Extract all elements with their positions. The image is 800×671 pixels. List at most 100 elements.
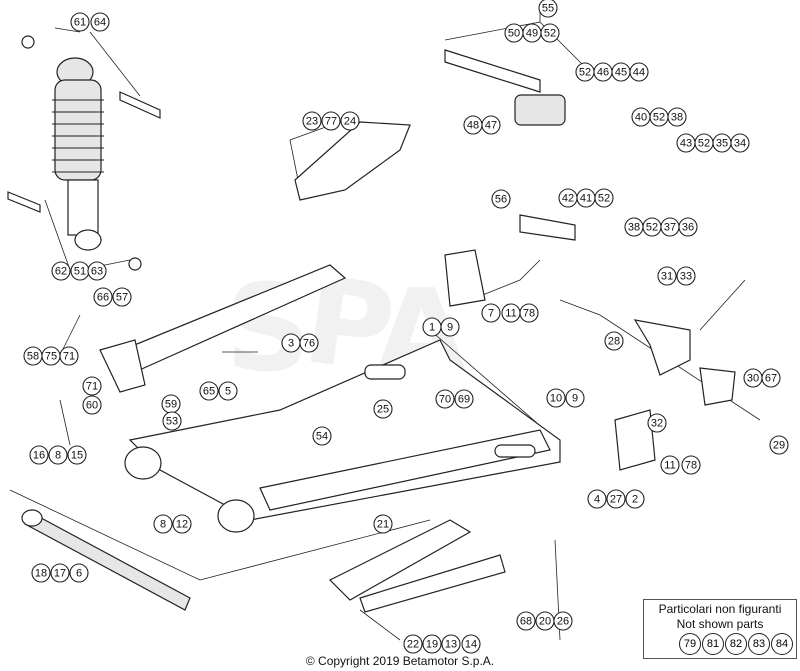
callout-label: 77	[325, 116, 337, 128]
not-shown-title-en: Not shown parts	[676, 617, 764, 631]
callout-52: 52	[642, 217, 662, 237]
shock-absorber	[7, 35, 161, 271]
callout-label: 49	[526, 28, 538, 40]
leader-lines	[9, 10, 761, 641]
callout-58: 58	[23, 346, 43, 366]
not-shown-numbers: 79 81 82 83 84	[674, 633, 794, 655]
callout-label: 59	[165, 399, 177, 411]
callout-42: 42	[558, 188, 578, 208]
callout-67: 67	[761, 368, 781, 388]
linkage	[444, 49, 736, 471]
callout-63: 63	[87, 261, 107, 281]
callout-label: 56	[495, 194, 507, 206]
callout-29: 29	[769, 435, 789, 455]
callout-76: 76	[299, 333, 319, 353]
callout-14: 14	[461, 634, 481, 654]
callout-24: 24	[340, 111, 360, 131]
callout-45: 45	[611, 62, 631, 82]
callout-17: 17	[50, 563, 70, 583]
callout-38: 38	[624, 217, 644, 237]
callout-label: 22	[407, 639, 419, 651]
callout-16: 16	[29, 445, 49, 465]
callout-label: 34	[734, 138, 746, 150]
callout-label: 63	[91, 266, 103, 278]
callout-label: 70	[439, 394, 451, 406]
callout-60: 60	[82, 395, 102, 415]
callout-52: 52	[575, 62, 595, 82]
callout-70: 70	[435, 389, 455, 409]
chain-guide	[294, 121, 411, 201]
callout-label: 38	[628, 222, 640, 234]
callout-label: 75	[45, 351, 57, 363]
callout-label: 27	[610, 494, 622, 506]
callout-13: 13	[441, 634, 461, 654]
callout-71: 71	[82, 376, 102, 396]
callout-label: 46	[597, 67, 609, 79]
not-shown-parts-box: Particolari non figuranti Not shown part…	[643, 599, 797, 659]
callout-41: 41	[576, 188, 596, 208]
callout-8: 8	[153, 514, 173, 534]
callout-label: 3	[288, 338, 294, 350]
callout-77: 77	[321, 111, 341, 131]
callout-11: 11	[501, 303, 521, 323]
callout-label: 78	[523, 308, 535, 320]
callout-23: 23	[302, 111, 322, 131]
callout-label: 52	[579, 67, 591, 79]
callout-label: 52	[598, 193, 610, 205]
callout-label: 67	[765, 373, 777, 385]
callout-label: 64	[94, 17, 106, 29]
copyright-notice: © Copyright 2019 Betamotor S.p.A.	[305, 654, 495, 668]
callout-54: 54	[312, 426, 332, 446]
subframe-rail	[99, 264, 347, 393]
callout-label: 51	[74, 266, 86, 278]
callout-78: 78	[681, 455, 701, 475]
callout-label: 5	[225, 386, 231, 398]
callout-12: 12	[172, 514, 192, 534]
callout-label: 8	[55, 450, 61, 462]
callout-55: 55	[538, 0, 558, 18]
callout-label: 52	[544, 28, 556, 40]
callout-1: 1	[422, 317, 442, 337]
callout-label: 2	[632, 494, 638, 506]
callout-label: 4	[594, 494, 600, 506]
callout-label: 78	[685, 460, 697, 472]
callout-21: 21	[373, 514, 393, 534]
not-shown-number: 84	[771, 633, 793, 655]
callout-label: 13	[445, 639, 457, 651]
callout-64: 64	[90, 12, 110, 32]
callout-label: 10	[550, 393, 562, 405]
callout-label: 20	[539, 616, 551, 628]
callout-9: 9	[565, 388, 585, 408]
callout-32: 32	[647, 413, 667, 433]
callout-label: 26	[557, 616, 569, 628]
callout-78: 78	[519, 303, 539, 323]
callout-label: 58	[27, 351, 39, 363]
callout-25: 25	[373, 399, 393, 419]
callout-7: 7	[481, 303, 501, 323]
callout-label: 23	[306, 116, 318, 128]
callout-label: 32	[651, 418, 663, 430]
callout-label: 14	[465, 639, 477, 651]
not-shown-number: 79	[679, 633, 701, 655]
callout-52: 52	[694, 133, 714, 153]
callout-label: 44	[633, 67, 645, 79]
callout-label: 8	[160, 519, 166, 531]
not-shown-number: 83	[748, 633, 770, 655]
callout-label: 43	[680, 138, 692, 150]
callout-11: 11	[660, 455, 680, 475]
callout-19: 19	[422, 634, 442, 654]
callout-label: 33	[680, 271, 692, 283]
callout-label: 66	[97, 292, 109, 304]
callout-51: 51	[70, 261, 90, 281]
callout-47: 47	[481, 115, 501, 135]
callout-52: 52	[649, 107, 669, 127]
callout-label: 36	[682, 222, 694, 234]
not-shown-number: 82	[725, 633, 747, 655]
callout-label: 62	[55, 266, 67, 278]
callout-37: 37	[660, 217, 680, 237]
not-shown-title-it: Particolari non figuranti	[658, 602, 782, 616]
callout-34: 34	[730, 133, 750, 153]
callout-27: 27	[606, 489, 626, 509]
callout-50: 50	[504, 23, 524, 43]
callout-label: 53	[166, 416, 178, 428]
